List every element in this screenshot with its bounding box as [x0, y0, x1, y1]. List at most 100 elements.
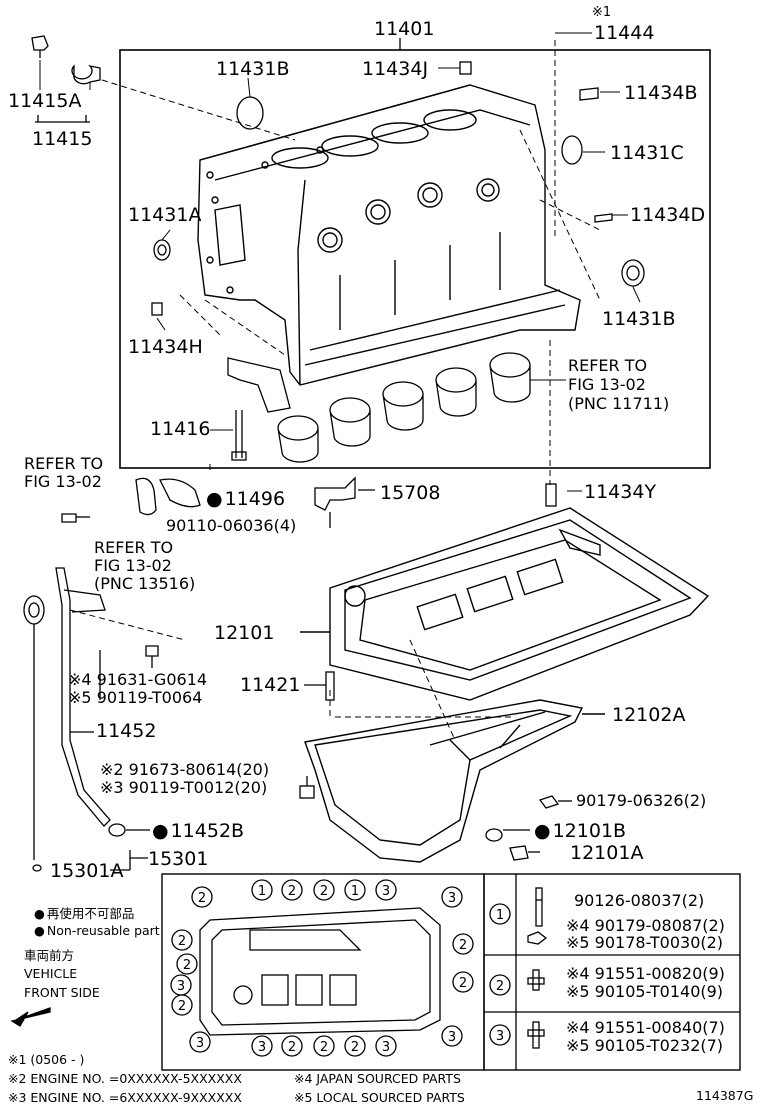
- svg-text:2: 2: [496, 979, 504, 994]
- svg-text:3: 3: [382, 884, 390, 899]
- svg-text:3: 3: [448, 1030, 456, 1045]
- label-11415: 11415: [32, 128, 93, 150]
- legend-nonreusable-en: Non-reusable part: [34, 924, 160, 938]
- cylinder-block: [197, 84, 581, 386]
- callout-bottom-2: 3: [251, 1035, 273, 1057]
- callout-bottom-6: 3: [375, 1035, 397, 1057]
- table-r1-a: 90126-08037(2): [574, 891, 705, 910]
- main-bearings: [277, 352, 531, 463]
- svg-text:2: 2: [459, 976, 467, 991]
- callout-left-2: 2: [176, 953, 198, 975]
- oil-pump-gasket: [61, 477, 201, 523]
- svg-text:1: 1: [496, 908, 504, 923]
- legend-front-jp: 車両前方: [24, 948, 75, 963]
- label-90179-06326: 90179-06326(2): [576, 791, 707, 810]
- oil-strainer-15708: [314, 476, 375, 528]
- legend-front-en-2: FRONT SIDE: [24, 985, 100, 1000]
- refer-block-1: REFER TO: [568, 356, 648, 375]
- label-11421: 11421: [240, 674, 301, 696]
- label-11431A: 11431A: [128, 204, 202, 226]
- callout-left-4: 2: [171, 994, 193, 1016]
- label-11452B: 11452B: [152, 822, 244, 841]
- label-91673-80614: ※2 91673-80614(20): [100, 760, 270, 779]
- label-15301A: 15301A: [50, 860, 124, 882]
- oil-pan-upper: [300, 507, 710, 701]
- stud-11421: [304, 671, 335, 701]
- callout-top-6: 3: [375, 879, 397, 901]
- svg-text:1: 1: [351, 884, 359, 899]
- label-11444-note: ※1: [592, 5, 612, 20]
- label-11496: 11496: [206, 490, 285, 509]
- refer-mid-2: FIG 13-02: [94, 556, 172, 575]
- table-r2-b: ※5 90105-T0140(9): [566, 982, 724, 1001]
- svg-text:3: 3: [177, 979, 185, 994]
- callout-table-3: 3: [489, 1024, 511, 1046]
- label-11431B-right: 11431B: [602, 308, 676, 330]
- knock-sensor-parts: [31, 35, 101, 123]
- label-11434Y: 11434Y: [584, 481, 657, 503]
- legend-front-en-1: VEHICLE: [24, 966, 78, 981]
- refer-block-2: FIG 13-02: [568, 375, 646, 394]
- svg-text:3: 3: [258, 1040, 266, 1055]
- svg-text:2: 2: [198, 891, 206, 906]
- svg-text:3: 3: [496, 1029, 504, 1044]
- footnote-2: ※2 ENGINE NO. =0XXXXXX-5XXXXXX: [8, 1071, 242, 1086]
- bolt-table-frame: [483, 873, 741, 1071]
- table-r3-a: ※4 91551-00840(7): [566, 1018, 725, 1037]
- refer-left-2: FIG 13-02: [24, 472, 102, 491]
- table-r1-b: ※4 90179-08087(2): [566, 916, 725, 935]
- label-11434J: 11434J: [362, 58, 429, 80]
- oil-pan-lower: [304, 699, 605, 863]
- svg-text:2: 2: [288, 1040, 296, 1055]
- label-15708: 15708: [380, 482, 441, 504]
- refer-block-3: (PNC 11711): [568, 394, 670, 413]
- callout-right-2: 2: [452, 971, 474, 993]
- svg-text:2: 2: [183, 958, 191, 973]
- svg-text:2: 2: [178, 934, 186, 949]
- table-bolt-icons: [527, 887, 548, 1049]
- label-11452: 11452: [96, 720, 157, 742]
- refer-mid-1: REFER TO: [94, 538, 174, 557]
- svg-text:2: 2: [320, 1040, 328, 1055]
- svg-text:2: 2: [351, 1040, 359, 1055]
- footnote-3: ※3 ENGINE NO. =6XXXXXX-9XXXXXX: [8, 1090, 242, 1105]
- label-12101: 12101: [214, 622, 275, 644]
- label-11431B-top: 11431B: [216, 58, 290, 80]
- footnote-5: ※5 LOCAL SOURCED PARTS: [294, 1090, 465, 1105]
- callout-table-2: 2: [489, 974, 511, 996]
- callout-top-1: 2: [191, 886, 213, 908]
- callout-top-5: 1: [344, 879, 366, 901]
- dowel-11434Y: [545, 483, 557, 507]
- svg-text:1: 1: [258, 884, 266, 899]
- callout-top-7: 3: [441, 886, 463, 908]
- svg-text:3: 3: [196, 1036, 204, 1051]
- svg-text:3: 3: [448, 891, 456, 906]
- label-11444: 11444: [594, 22, 655, 44]
- oil-pan-plan-view: [199, 907, 441, 1036]
- refer-mid-3: (PNC 13516): [94, 574, 196, 593]
- label-11431C: 11431C: [610, 142, 684, 164]
- callout-bottom-1: 3: [189, 1031, 211, 1053]
- dipstick-and-guide: [23, 567, 159, 872]
- label-12101A: 12101A: [570, 842, 644, 864]
- table-r1-c: ※5 90178-T0030(2): [566, 933, 724, 952]
- leader-lines: [39, 32, 641, 492]
- label-90119-T0012: ※3 90119-T0012(20): [100, 778, 268, 797]
- block-plugs: [151, 61, 645, 316]
- figure-id: 114387G: [696, 1088, 754, 1103]
- callout-left-3: 3: [170, 974, 192, 996]
- cylinder-block-frame: [119, 49, 711, 469]
- label-11434H: 11434H: [128, 336, 203, 358]
- svg-text:2: 2: [288, 884, 296, 899]
- table-r2-a: ※4 91551-00820(9): [566, 964, 725, 983]
- bearing-cap: [227, 357, 291, 461]
- svg-text:3: 3: [382, 1040, 390, 1055]
- label-12101B: 12101B: [534, 822, 626, 841]
- vehicle-front-arrow: [10, 1007, 51, 1027]
- footnote-1: ※1 (0506 - ): [8, 1052, 85, 1067]
- label-11401: 11401: [374, 18, 435, 40]
- callout-bottom-5: 2: [344, 1035, 366, 1057]
- svg-text:2: 2: [178, 999, 186, 1014]
- callout-bottom-3: 2: [281, 1035, 303, 1057]
